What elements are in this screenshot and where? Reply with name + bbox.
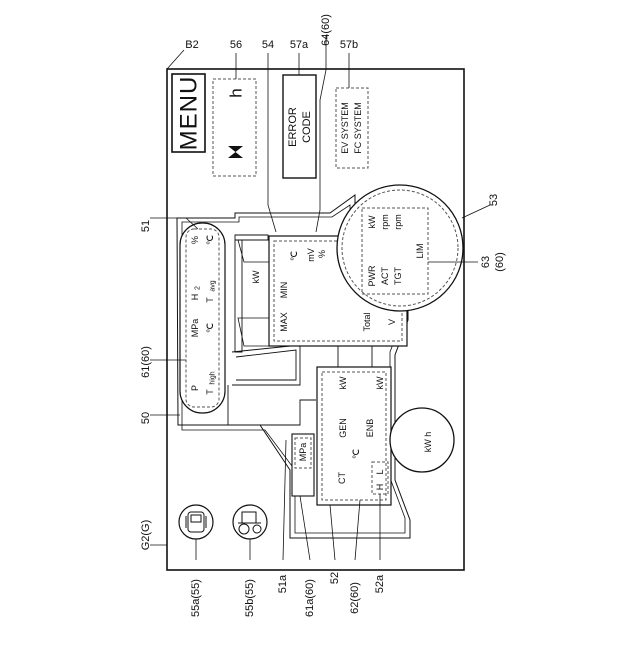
tank-tavg-sub: avg bbox=[210, 280, 217, 291]
fc-temp-unit: ℃ bbox=[289, 251, 299, 261]
leader-54 bbox=[268, 53, 276, 232]
ref-64: 64(60) bbox=[320, 14, 332, 46]
tank-h2-sub: 2 bbox=[195, 286, 202, 290]
fc-total: Total bbox=[362, 312, 372, 331]
leader-52 bbox=[330, 505, 335, 560]
leader-62 bbox=[355, 500, 360, 560]
fc-kw: kW bbox=[251, 270, 261, 284]
mode-button-b[interactable] bbox=[233, 505, 267, 539]
battery-h: H bbox=[375, 484, 385, 491]
regulator-mpa: MPa bbox=[298, 443, 308, 462]
duct-connect bbox=[338, 345, 372, 368]
duct-mid-inner bbox=[236, 350, 296, 380]
motor-tgt: TGT bbox=[393, 267, 403, 285]
error-code-line2: CODE bbox=[301, 111, 313, 143]
ref-55b: 55b(55) bbox=[244, 579, 256, 617]
battery-temp-unit: ℃ bbox=[351, 449, 361, 459]
fc-pct: % bbox=[317, 250, 327, 258]
tank-p-label: P bbox=[190, 385, 200, 391]
menu-button[interactable]: MENU bbox=[172, 74, 205, 152]
fc-min: MIN bbox=[279, 282, 289, 299]
regulator-unit: MPa bbox=[292, 434, 314, 496]
ref-61: 61(60) bbox=[140, 346, 152, 378]
duct-lower bbox=[228, 385, 316, 425]
battery-gen: GEN bbox=[338, 418, 348, 438]
ref-57a: 57a bbox=[290, 39, 309, 51]
tank-thigh-label: T bbox=[205, 389, 215, 395]
hydrogen-tank: P MPa T high ℃ H 2 % T avg ℃ bbox=[180, 223, 225, 413]
error-code-button[interactable]: ERROR CODE bbox=[283, 75, 316, 178]
motor-pwr: PWR bbox=[367, 265, 377, 286]
ref-54: 54 bbox=[262, 39, 274, 51]
hour-meter: h bbox=[213, 79, 256, 176]
battery-l: L bbox=[375, 469, 385, 474]
ref-55a: 55a(55) bbox=[190, 579, 202, 617]
ref-63: 63 bbox=[480, 256, 492, 268]
battery-ct: CT bbox=[337, 472, 347, 484]
figure-ref-label: B2 bbox=[185, 39, 198, 51]
battery-enb: ENB bbox=[365, 419, 375, 438]
motor-kw: kW bbox=[367, 215, 377, 229]
fc-volt: V bbox=[387, 319, 397, 325]
ref-50: 50 bbox=[140, 412, 152, 424]
tank-thigh-sub: high bbox=[210, 371, 217, 384]
leader-61a bbox=[300, 496, 310, 560]
ref-62: 62(60) bbox=[349, 582, 361, 614]
ref-56: 56 bbox=[230, 39, 242, 51]
ref-61a: 61a(60) bbox=[304, 579, 316, 617]
ref-52: 52 bbox=[329, 572, 341, 584]
leader-51a bbox=[283, 440, 286, 560]
fc-mv: mV bbox=[306, 248, 316, 262]
battery-gauge: kW h bbox=[390, 408, 454, 472]
system-status-panel: EV SYSTEM FC SYSTEM bbox=[336, 88, 368, 168]
battery-kwh: kW h bbox=[423, 432, 433, 453]
hours-unit: h bbox=[227, 88, 246, 97]
ref-51: 51 bbox=[140, 220, 152, 232]
error-code-line1: ERROR bbox=[287, 107, 299, 147]
motor-lim: LIM bbox=[415, 243, 425, 258]
ref-52a: 52a bbox=[374, 574, 386, 593]
leader-b2 bbox=[167, 50, 184, 69]
motor-act: ACT bbox=[380, 266, 390, 285]
fc-system-label: FC SYSTEM bbox=[353, 102, 363, 154]
tank-tavg-label: T bbox=[205, 297, 215, 303]
leader-64 bbox=[316, 35, 326, 232]
duct-left bbox=[235, 235, 268, 352]
mode-button-a[interactable] bbox=[179, 505, 213, 539]
fc-max: MAX bbox=[279, 312, 289, 332]
ref-g2: G2(G) bbox=[140, 520, 152, 551]
battery-gen-unit: kW bbox=[338, 376, 348, 390]
ref-53: 53 bbox=[488, 194, 500, 206]
tank-h2-label: H bbox=[190, 294, 200, 301]
tank-tavg-unit: ℃ bbox=[205, 235, 215, 245]
leader-53 bbox=[462, 205, 490, 218]
ref-63-sub: (60) bbox=[494, 252, 506, 272]
motor-unit: kW rpm rpm PWR ACT TGT LIM bbox=[337, 185, 463, 311]
tank-p-unit: MPa bbox=[190, 319, 200, 338]
tank-thigh-unit: ℃ bbox=[205, 323, 215, 333]
tank-h2-unit: % bbox=[190, 236, 200, 244]
ref-57b: 57b bbox=[340, 39, 358, 51]
ev-system-label: EV SYSTEM bbox=[340, 102, 350, 154]
hourglass-icon bbox=[228, 146, 243, 158]
motor-rpm-act: rpm bbox=[380, 214, 390, 230]
ref-51a: 51a bbox=[277, 574, 289, 593]
battery-unit: CT ℃ GEN kW ENB kW H L bbox=[317, 367, 391, 505]
menu-label: MENU bbox=[176, 76, 203, 151]
motor-rpm-tgt: rpm bbox=[393, 214, 403, 230]
battery-enb-unit: kW bbox=[375, 376, 385, 390]
